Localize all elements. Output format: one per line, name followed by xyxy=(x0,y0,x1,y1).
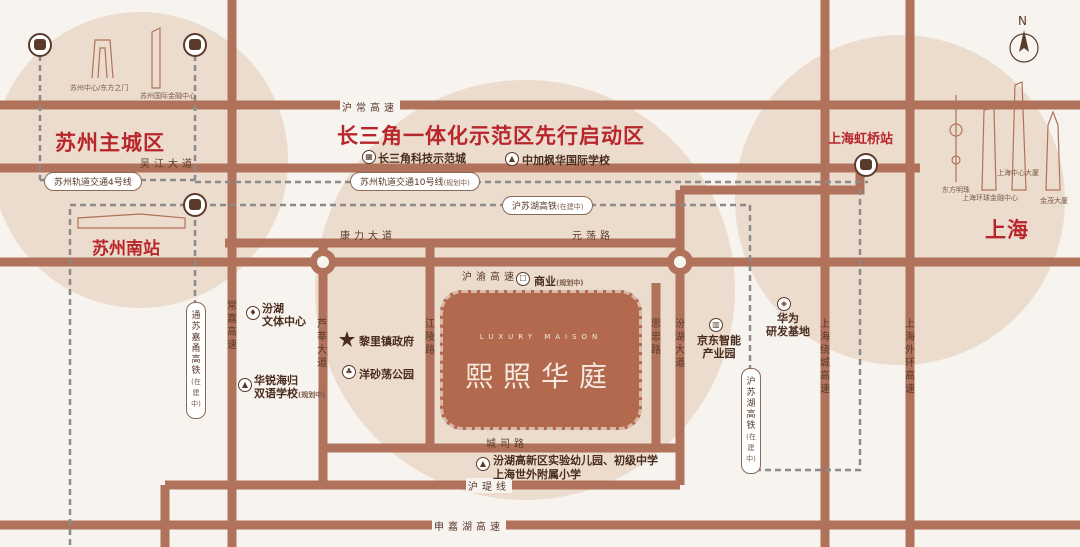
road-label-sizhong: 思忠路 xyxy=(651,319,661,356)
poi-jd-park: 京东智能产业园 xyxy=(697,334,741,360)
school-icon: ▲ xyxy=(505,152,519,166)
roundabouts xyxy=(310,249,693,275)
poi-huawei: 华为研发基地 xyxy=(766,312,810,338)
suzhou-ifc-icon xyxy=(151,27,161,89)
landmark-sh-tower: 上海中心大厦 xyxy=(997,169,1039,177)
schools-icon: ▲ xyxy=(476,457,490,471)
poi-fenhu-culture: 汾湖文体中心 xyxy=(262,302,306,328)
shanghai-zone-circle xyxy=(735,35,1065,365)
commerce-icon: ☐ xyxy=(516,272,530,286)
suzhou-south-station-building-icon xyxy=(77,213,186,229)
bilingual-school-icon: ▲ xyxy=(238,378,252,392)
road-label-kangli: 康力大道 xyxy=(340,231,396,242)
road-label-huti: 沪瑅线 xyxy=(466,478,512,493)
rail-lines xyxy=(38,55,868,545)
poi-commerce: 商业(规划中) xyxy=(534,275,584,288)
compass-north-label: N xyxy=(1018,14,1027,28)
landmark-swfc: 上海环球金融中心 xyxy=(962,194,1018,202)
pill-metro4: 苏州轨道交通4号线 xyxy=(44,172,142,191)
station-icons xyxy=(28,33,878,217)
poi-yangshadang: 洋砂荡公园 xyxy=(359,368,414,381)
culture-center-icon: ♦ xyxy=(246,306,260,320)
pill-husuhu-rail: 沪苏湖高铁(在建中) xyxy=(502,196,594,215)
road-label-shanghai-ring: 上海绕城高速 xyxy=(820,319,830,395)
landmark-suzhou-ifc: 苏州国际金融中心 xyxy=(140,92,196,100)
rail-husuhu xyxy=(68,185,862,545)
road-label-huchang: 沪常高速 xyxy=(340,99,400,114)
road-label-luhua: 芦莘大道 xyxy=(317,319,327,369)
landmark-oriental-pearl: 东方明珠 xyxy=(942,186,970,194)
poi-schools: 汾湖高新区实验幼儿园、初级中学上海世外附属小学 xyxy=(493,454,658,481)
oriental-pearl-icon xyxy=(949,95,963,182)
poi-canadian-school: 中加枫华国际学校 xyxy=(522,154,610,167)
poi-huarui: 华锐海归双语学校(规划中) xyxy=(254,374,326,400)
park-icon: ♣ xyxy=(342,365,356,379)
metro-train-icon xyxy=(34,39,46,50)
road-label-jiangling: 江陵路 xyxy=(425,319,435,356)
region-suzhou-main: 苏州主城区 xyxy=(55,131,165,155)
poi-lili-gov: 黎里镇政府 xyxy=(359,335,414,348)
science-city-icon: ▦ xyxy=(362,150,376,164)
hongqiao-station-label: 上海虹桥站 xyxy=(828,132,894,147)
sh-tower-icon xyxy=(1011,81,1027,191)
suzhou-zone-circle xyxy=(0,12,288,308)
suzhou-south-train-icon xyxy=(189,199,201,210)
roundabout-west-inner xyxy=(317,256,329,268)
pill-metro10: 苏州轨道交通10号线(规划中) xyxy=(350,172,480,191)
star-icon xyxy=(339,331,355,347)
road-label-chengsi: 城司路 xyxy=(486,439,528,450)
road-label-huyu: 沪渝高速 xyxy=(462,272,518,283)
gate-of-orient-icon xyxy=(91,39,114,79)
road-label-guangdang: 元荡路 xyxy=(572,231,614,242)
roundabout-east-inner xyxy=(674,256,686,268)
landmark-suzhou-center: 苏州中心/东方之门 xyxy=(70,84,129,92)
pill-tongsujiayong: 通苏嘉甬高铁(在建中) xyxy=(186,302,206,419)
project-block: LUXURY MAISON 熙照华庭 xyxy=(440,290,642,430)
compass-icon xyxy=(1009,30,1039,63)
landmark-drawings xyxy=(77,27,1061,229)
swfc-icon xyxy=(981,107,997,191)
poi-science-city: 长三角科技示范城 xyxy=(378,152,466,165)
jinmao-icon xyxy=(1045,110,1061,191)
region-pilot-zone: 长三角一体化示范区先行启动区 xyxy=(337,124,645,148)
road-label-changjia: 常嘉高速 xyxy=(227,301,237,351)
huawei-icon: ◈ xyxy=(777,297,791,311)
hongqiao-train-icon xyxy=(860,159,872,170)
metro-train-icon-2 xyxy=(189,39,201,50)
jd-park-icon: ▥ xyxy=(709,318,723,332)
road-label-shenjiahu: 申嘉湖高速 xyxy=(432,518,506,533)
landmark-jinmao: 金茂大厦 xyxy=(1040,197,1068,205)
pill-husuhu-rail-v: 沪苏湖高铁(在建中) xyxy=(741,368,761,474)
project-name: 熙照华庭 xyxy=(464,360,617,393)
region-shanghai: 上海 xyxy=(985,218,1029,242)
road-label-fenhu-ave: 汾湖大道 xyxy=(675,319,685,369)
road-label-shanghai-outer: 上海外环高速 xyxy=(905,319,915,395)
suzhou-south-label: 苏州南站 xyxy=(92,239,160,259)
project-subtitle: LUXURY MAISON xyxy=(479,333,603,341)
road-label-wujiang: 吴江大道 xyxy=(140,159,196,170)
